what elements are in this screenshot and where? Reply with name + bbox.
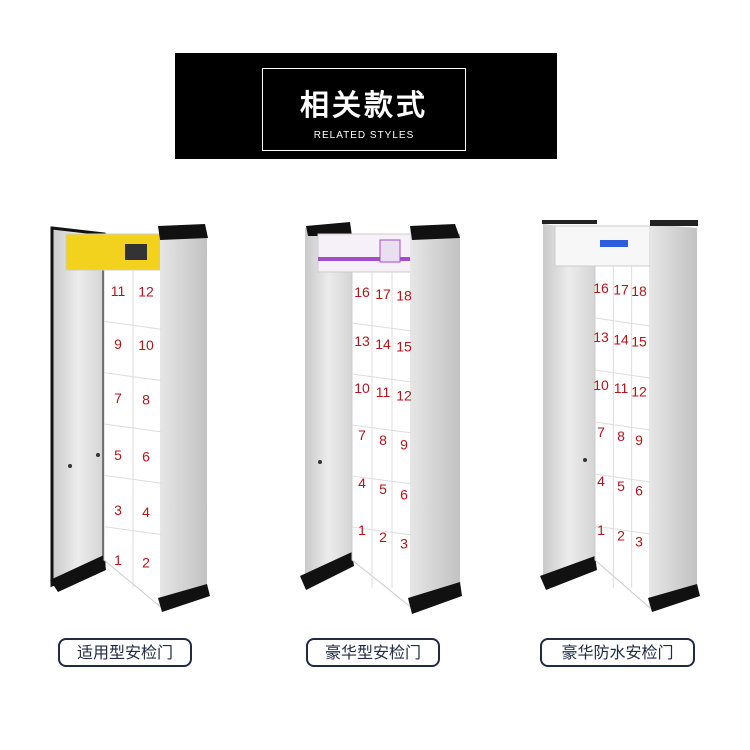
grid-line <box>103 320 163 330</box>
zone-number: 17 <box>375 286 391 302</box>
zone-number: 2 <box>379 529 387 545</box>
zone-number: 5 <box>379 481 387 497</box>
grid-line <box>351 424 413 434</box>
zone-number: 9 <box>400 437 408 453</box>
zone-number: 8 <box>379 432 387 448</box>
zone-number: 1 <box>114 552 122 568</box>
product-label-standard[interactable]: 适用型安检门 <box>58 638 192 667</box>
zone-number: 8 <box>142 391 150 407</box>
zone-number: 7 <box>358 427 366 443</box>
grid-line <box>351 526 413 536</box>
zone-number: 10 <box>593 377 609 393</box>
section-header: 相关款式 RELATED STYLES <box>175 53 557 159</box>
zone-number: 15 <box>631 334 647 350</box>
zone-number: 17 <box>613 282 629 298</box>
product-label-deluxe[interactable]: 豪华型安检门 <box>306 638 440 667</box>
grid-line <box>103 423 163 433</box>
zone-number: 12 <box>396 388 412 404</box>
zone-number: 11 <box>376 384 391 400</box>
grid-line <box>594 473 651 483</box>
zone-number: 9 <box>114 336 122 352</box>
grid-line <box>351 322 413 332</box>
grid-line <box>351 475 413 485</box>
section-title: 相关款式 <box>299 88 428 122</box>
zone-number: 6 <box>142 449 150 465</box>
zone-number: 16 <box>593 280 609 296</box>
header-frame: 相关款式 RELATED STYLES <box>262 68 466 151</box>
zone-number: 13 <box>593 329 609 345</box>
zone-number: 5 <box>114 447 122 463</box>
zone-number: 14 <box>613 331 629 347</box>
zone-number: 2 <box>142 554 150 570</box>
grid-line <box>103 526 163 536</box>
zone-number: 7 <box>597 424 605 440</box>
zone-number: 4 <box>358 475 366 491</box>
zone-number: 4 <box>142 504 150 520</box>
zone-number: 4 <box>597 473 605 489</box>
zone-number: 18 <box>396 288 412 304</box>
zone-number: 13 <box>354 333 370 349</box>
zone-number: 15 <box>396 339 412 355</box>
product-label-waterproof[interactable]: 豪华防水安检门 <box>540 638 695 667</box>
zone-number: 3 <box>635 533 643 549</box>
zone-number: 11 <box>614 380 629 396</box>
zone-number: 8 <box>617 428 625 444</box>
grid-line <box>594 525 651 535</box>
zone-number: 10 <box>138 337 154 353</box>
grid-line <box>594 369 651 379</box>
zone-number: 18 <box>631 283 647 299</box>
zone-number: 2 <box>617 528 625 544</box>
zone-number: 1 <box>358 522 366 538</box>
zone-number: 16 <box>354 284 370 300</box>
zone-number: 5 <box>617 478 625 494</box>
grid-line <box>594 421 651 431</box>
zone-number: 3 <box>400 536 408 552</box>
zone-number: 3 <box>114 502 122 518</box>
zone-number: 7 <box>114 390 122 406</box>
zone-number: 14 <box>375 336 391 352</box>
zone-number: 6 <box>635 483 643 499</box>
zone-number: 12 <box>138 284 154 300</box>
zone-number: 9 <box>635 432 643 448</box>
zone-number: 11 <box>111 283 126 299</box>
grid-line <box>594 317 651 327</box>
zone-number: 10 <box>354 380 370 396</box>
grid-line <box>103 372 163 382</box>
zone-number: 12 <box>631 383 647 399</box>
zone-number: 1 <box>597 522 605 538</box>
section-subtitle: RELATED STYLES <box>313 130 415 141</box>
zone-number: 6 <box>400 487 408 503</box>
grid-line <box>351 373 413 383</box>
grid-line <box>103 474 163 484</box>
